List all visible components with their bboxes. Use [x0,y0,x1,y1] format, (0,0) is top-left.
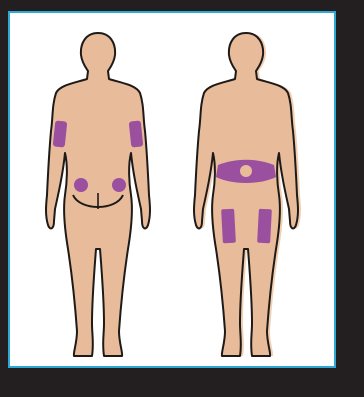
front-body-outline [194,33,298,356]
diagram-frame [8,11,336,368]
injection-sites-diagram [10,13,334,366]
right-buttock-site [112,178,126,192]
back-view-figure [46,33,150,356]
left-thigh-site [221,209,236,244]
right-thigh-site [257,209,272,244]
front-view-figure [194,33,301,356]
navel [240,165,252,177]
left-buttock-site [74,178,88,192]
